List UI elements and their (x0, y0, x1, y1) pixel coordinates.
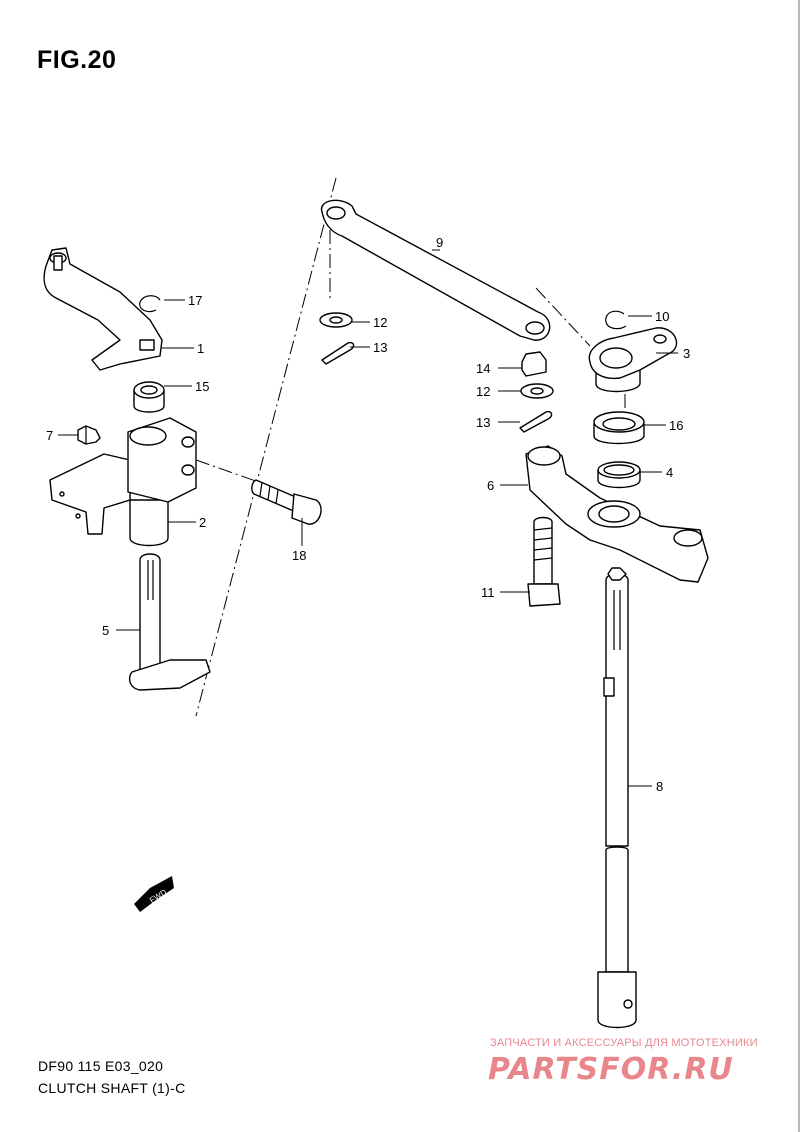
diagram-caption: CLUTCH SHAFT (1)-C (38, 1080, 186, 1096)
part-13-cotter-pin-left (321, 341, 355, 365)
watermark-logo: PARTSFOR.RU (488, 1052, 734, 1087)
callout-3: 3 (683, 346, 691, 361)
part-8-long-shaft (597, 567, 637, 1029)
callout-9: 9 (436, 235, 444, 250)
callout-6: 6 (487, 478, 495, 493)
part-11-bolt (527, 516, 561, 607)
part-1-lever-arm (43, 247, 163, 371)
part-17-e-clip (139, 295, 161, 313)
part-13-cotter-pin-right (519, 410, 553, 433)
callout-7: 7 (46, 428, 54, 443)
part-4-ring (597, 461, 641, 489)
callout-17: 17 (188, 293, 203, 308)
part-12-washer-right (520, 383, 554, 399)
part-7-grease-nipple (77, 425, 101, 445)
part-2-bracket (49, 417, 197, 547)
part-3-lever (588, 327, 678, 393)
callout-5: 5 (102, 623, 110, 638)
part-15-bushing (133, 381, 165, 413)
callout-10: 10 (655, 309, 670, 324)
callout-12-left: 12 (373, 315, 388, 330)
part-9-link-rod (320, 199, 551, 341)
leader-lines (58, 249, 678, 787)
callout-8: 8 (656, 779, 664, 794)
callout-15: 15 (195, 379, 210, 394)
fwd-direction-marker: FWD (134, 876, 174, 912)
callout-11: 11 (481, 585, 495, 600)
callout-4: 4 (666, 465, 674, 480)
callout-16: 16 (669, 418, 684, 433)
callout-2: 2 (199, 515, 207, 530)
callout-12-right: 12 (476, 384, 491, 399)
part-10-e-clip (605, 310, 627, 330)
assembly-lines (195, 177, 626, 717)
part-5-shaft (128, 553, 211, 691)
callout-18: 18 (292, 548, 307, 563)
part-18-bolt (251, 479, 322, 525)
callout-1: 1 (197, 341, 205, 356)
part-12-washer-left (319, 312, 353, 328)
callout-14: 14 (476, 361, 491, 376)
part-16-bushing (593, 411, 645, 445)
model-code: DF90 115 E03_020 (38, 1058, 164, 1074)
part-14-nut (521, 351, 547, 377)
callout-13-left: 13 (373, 340, 388, 355)
watermark-tagline: ЗАПЧАСТИ И АКСЕССУАРЫ ДЛЯ МОТОТЕХНИКИ (490, 1037, 758, 1049)
part-6-bracket (525, 445, 709, 583)
figure-title: FIG.20 (37, 46, 117, 74)
callout-13-right: 13 (476, 415, 491, 430)
